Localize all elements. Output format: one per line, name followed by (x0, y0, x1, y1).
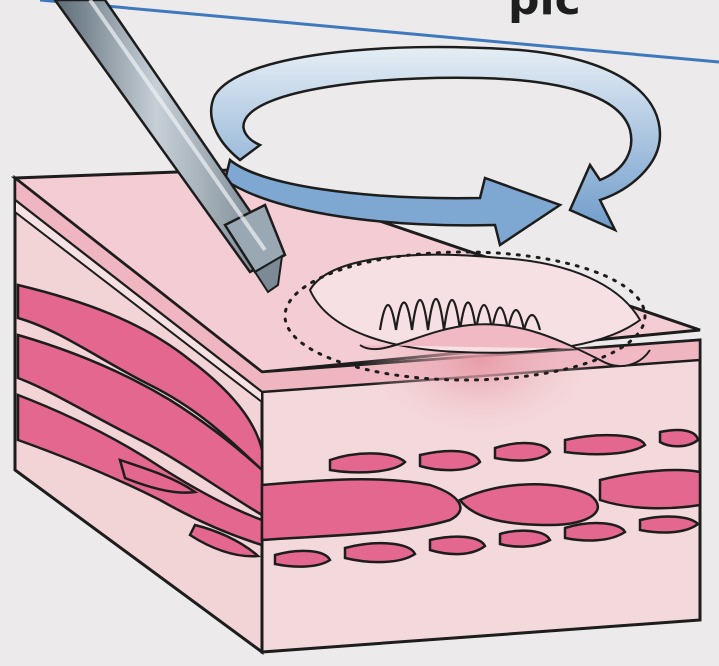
title-fragment: pic (508, 0, 581, 25)
